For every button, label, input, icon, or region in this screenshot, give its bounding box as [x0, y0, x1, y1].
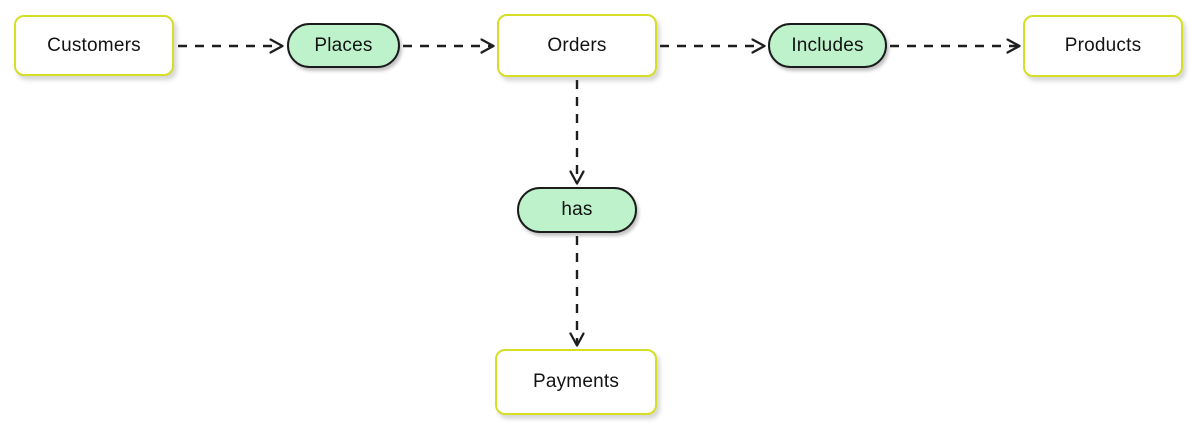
- node-products: Products: [1023, 15, 1183, 77]
- node-includes: Includes: [768, 23, 887, 68]
- node-label-includes: Includes: [791, 34, 864, 56]
- node-label-payments: Payments: [532, 371, 620, 392]
- node-label-products: Products: [1064, 35, 1142, 56]
- node-places: Places: [287, 23, 400, 68]
- node-orders: Orders: [497, 14, 657, 77]
- node-label-places: Places: [314, 34, 373, 56]
- node-has: has: [517, 187, 637, 233]
- node-customers: Customers: [14, 15, 174, 76]
- node-payments: Payments: [495, 349, 657, 415]
- node-label-orders: Orders: [547, 34, 607, 56]
- node-label-customers: Customers: [47, 34, 141, 56]
- node-label-has: has: [561, 199, 593, 220]
